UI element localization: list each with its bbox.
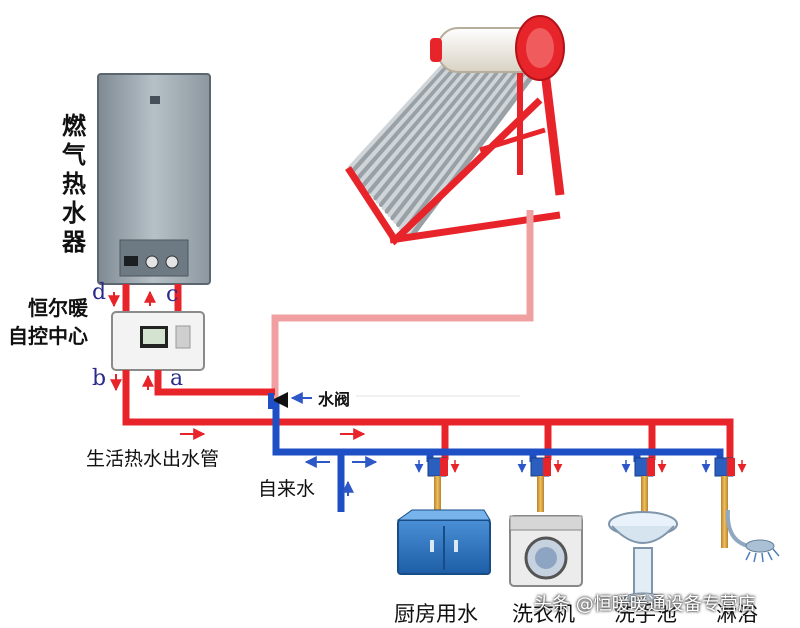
port-d-label: d [92,280,107,305]
solar-water-heater-icon [345,15,565,246]
gas-water-heater-icon [97,73,211,285]
vacuum-tube [387,66,508,218]
vacuum-tube [390,67,512,221]
fixture-label-shower: 淋浴 [716,602,758,626]
fixture-label-washing-machine: 洗衣机 [512,602,575,626]
flow-arrows [108,290,378,496]
watermark: 头条 @恒暖暖通设备专营店 [534,594,756,615]
washing-machine-icon [509,515,583,587]
kitchen-sink-cabinet-icon [396,509,491,575]
vacuum-tube [393,67,517,224]
control-center-label-line2: 自控中心 [8,324,88,348]
port-a-label: a [170,366,184,391]
supply-pipe [641,476,648,512]
vacuum-tube [378,65,495,208]
gas-heater-label-char: 水 [62,199,86,227]
mixing-valve-icon [621,457,667,512]
gas-heater-label-char: 燃 [62,112,86,140]
mixing-valve-icon [517,457,563,512]
mixing-valve-icon [701,457,747,548]
wash-basin-icon [608,511,678,604]
heater-connection-pipes [122,284,182,314]
vacuum-tube [347,61,448,171]
vacuum-tube [364,63,474,191]
vacuum-tube [398,68,525,231]
vacuum-tube [401,68,529,234]
supply-pipe [434,476,441,512]
valve-label: 水阀 [318,390,351,409]
water-valve-icon [268,392,288,409]
vacuum-tube [370,64,482,198]
solar-feed-pipe [271,210,534,400]
mixing-valve-icon [414,457,460,512]
port-b-label: b [92,366,107,391]
shower-head-icon [725,509,780,563]
vacuum-tube [350,61,452,174]
fixture-label-wash-basin: 洗手池 [614,602,677,626]
vacuum-tube [358,63,465,184]
gas-heater-label-char: 气 [62,141,86,169]
vacuum-tube [384,66,504,214]
vacuum-tube [356,62,461,181]
vacuum-tube [376,65,491,204]
control-center-box-icon [111,311,205,371]
vacuum-tube [407,69,538,241]
vacuum-tube [381,66,499,211]
gas-heater-label-char: 器 [62,228,86,256]
hot-water-pipe-label: 生活热水出水管 [86,448,220,470]
vacuum-tube [373,64,487,201]
supply-pipe [537,476,544,512]
control-center-label-line1: 恒尔暖 [28,296,88,320]
fixture-label-kitchen: 厨房用水 [394,602,478,626]
port-c-label: c [166,282,179,307]
tap-water-label: 自来水 [258,478,316,500]
supply-pipe [721,476,728,548]
gas-heater-label: 燃 气 热 水 器 [60,112,88,257]
vacuum-tube [353,62,457,178]
vacuum-tube [367,64,478,194]
vacuum-tube [396,67,521,228]
vacuum-tube [361,63,469,188]
gas-heater-label-char: 热 [62,170,86,198]
